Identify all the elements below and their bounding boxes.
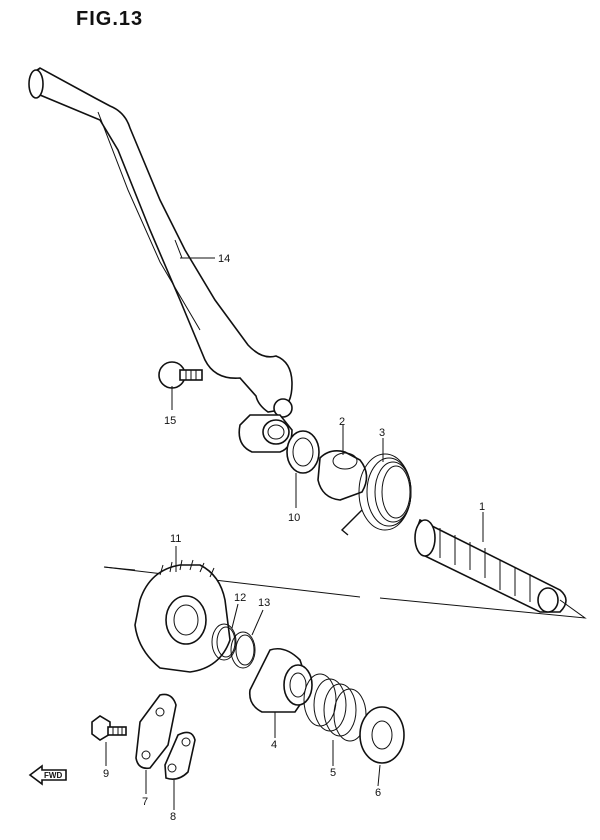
callout-14: 14 (218, 253, 230, 265)
bolt-9 (91, 715, 127, 741)
callout-8: 8 (170, 811, 176, 823)
figure-title: FIG.13 (76, 8, 144, 30)
kick-spring-3 (340, 453, 412, 536)
callout-15: 15 (164, 415, 176, 427)
bolt-15 (158, 361, 203, 389)
spring-5 (303, 673, 367, 742)
callout-1: 1 (479, 501, 485, 513)
callout-4: 4 (271, 739, 277, 751)
callout-11: 11 (170, 533, 181, 545)
spring-guide-2 (317, 450, 368, 501)
callout-3: 3 (379, 427, 385, 439)
washer-6 (359, 706, 405, 764)
stopper-plate-7 (135, 693, 177, 770)
fwd-label: FWD (44, 771, 62, 780)
callout-10: 10 (288, 512, 300, 524)
callout-12: 12 (234, 592, 246, 604)
oil-seal-10 (286, 430, 320, 474)
callout-5: 5 (330, 767, 336, 779)
circlip-12 (211, 623, 237, 661)
kick-starter-shaft-1 (414, 518, 567, 613)
callout-6: 6 (375, 787, 381, 799)
callout-9: 9 (103, 768, 109, 780)
callout-2: 2 (339, 416, 345, 428)
washer-13 (230, 631, 256, 669)
fwd-arrow-icon: FWD (28, 764, 67, 786)
stopper-plate-8 (164, 731, 196, 780)
kick-starter-lever (28, 67, 293, 453)
callout-7: 7 (142, 796, 148, 808)
callout-13: 13 (258, 597, 270, 609)
kick-guide-4 (248, 647, 313, 713)
kick-gear-11 (134, 559, 231, 673)
